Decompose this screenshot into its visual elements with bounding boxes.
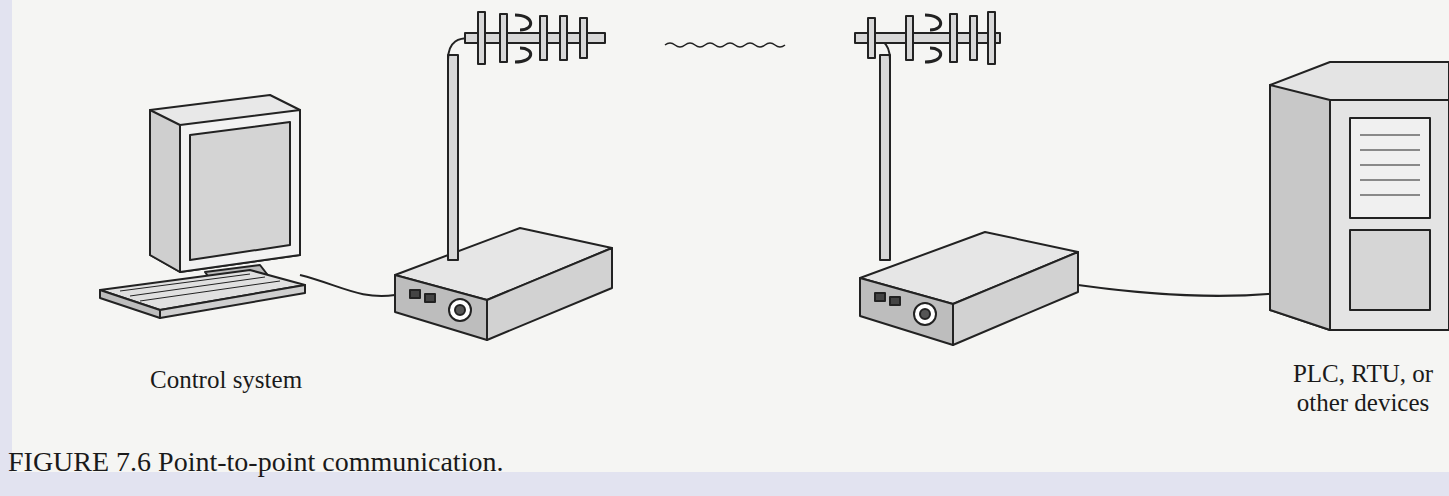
computer-illustration	[100, 95, 305, 318]
plc-cabinet	[1270, 62, 1449, 330]
yagi-antenna	[855, 12, 1000, 260]
radio-modem	[860, 232, 1078, 345]
radio-wave	[665, 43, 785, 47]
cable	[300, 275, 395, 296]
radio-modem	[395, 228, 612, 340]
device-label: PLC, RTU, or other devices	[1282, 360, 1444, 418]
yagi-antenna	[448, 12, 605, 260]
figure-caption: FIGURE 7.6 Point-to-point communication.	[8, 446, 503, 478]
device-label: Control system	[150, 366, 302, 395]
cable	[1078, 285, 1290, 296]
